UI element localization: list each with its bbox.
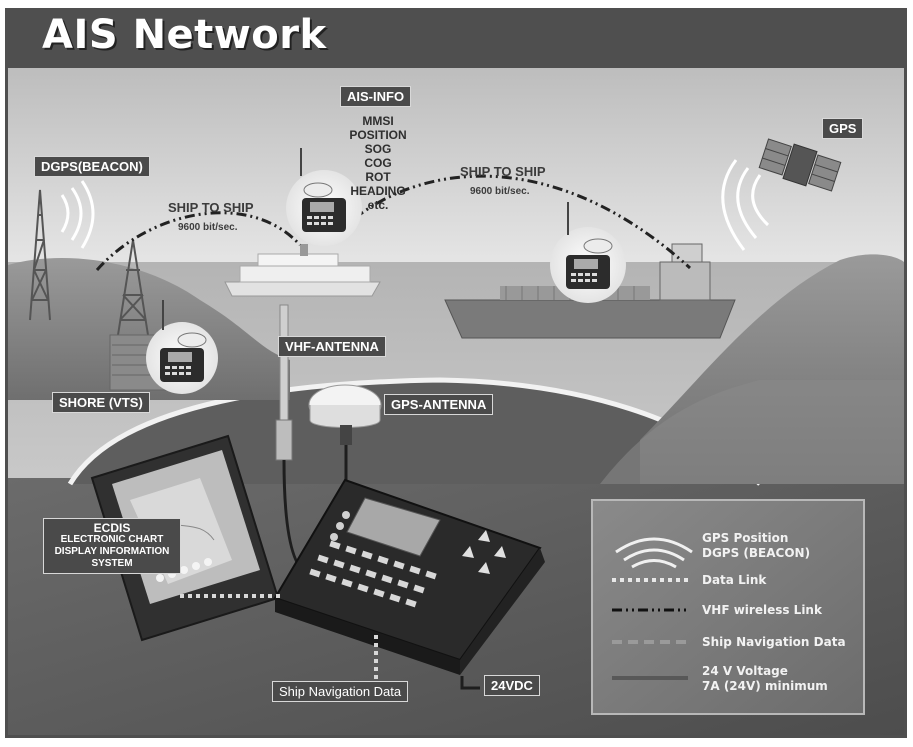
ais-info-item: etc.: [338, 198, 418, 212]
ecdis-title: ECDIS: [48, 522, 176, 534]
dgps-beacon-label: DGPS(BEACON): [34, 156, 150, 177]
legend-ship-navigation-data: Ship Navigation Data: [702, 635, 846, 649]
legend-7a-minimum: 7A (24V) minimum: [702, 679, 828, 693]
gps-label: GPS: [822, 118, 863, 139]
ecdis-line: DISPLAY INFORMATION: [48, 546, 176, 558]
link-rate-2: 9600 bit/sec.: [470, 186, 529, 197]
ais-info-item: HEADING: [338, 184, 418, 198]
ship-to-ship-label-2: SHIP TO SHIP: [460, 164, 546, 179]
ais-info-item: SOG: [338, 142, 418, 156]
ais-info-item: MMSI: [338, 114, 418, 128]
legend-gps-position: GPS Position: [702, 531, 788, 545]
vhf-antenna-label: VHF-ANTENNA: [278, 336, 386, 357]
gps-antenna-label: GPS-ANTENNA: [384, 394, 493, 415]
dc24-label: 24VDC: [484, 675, 540, 696]
ecdis-label: ECDIS ELECTRONIC CHART DISPLAY INFORMATI…: [43, 518, 181, 574]
ship-to-ship-label-1: SHIP TO SHIP: [168, 200, 254, 215]
ais-info-item: COG: [338, 156, 418, 170]
legend-dgps-beacon: DGPS (BEACON): [702, 546, 810, 560]
legend-vhf-link: VHF wireless Link: [702, 603, 822, 617]
legend-24v-voltage: 24 V Voltage: [702, 664, 788, 678]
ais-info-list: MMSI POSITION SOG COG ROT HEADING etc.: [338, 114, 418, 212]
ais-info-item: POSITION: [338, 128, 418, 142]
ship-navigation-data-label: Ship Navigation Data: [272, 681, 408, 702]
ais-info-label: AIS-INFO: [340, 86, 411, 107]
legend-data-link: Data Link: [702, 573, 766, 587]
link-rate-1: 9600 bit/sec.: [178, 222, 237, 233]
ais-info-item: ROT: [338, 170, 418, 184]
shore-vts-label: SHORE (VTS): [52, 392, 150, 413]
ecdis-line: ELECTRONIC CHART: [48, 534, 176, 546]
ecdis-line: SYSTEM: [48, 558, 176, 570]
page-title: AIS Network: [42, 12, 327, 58]
